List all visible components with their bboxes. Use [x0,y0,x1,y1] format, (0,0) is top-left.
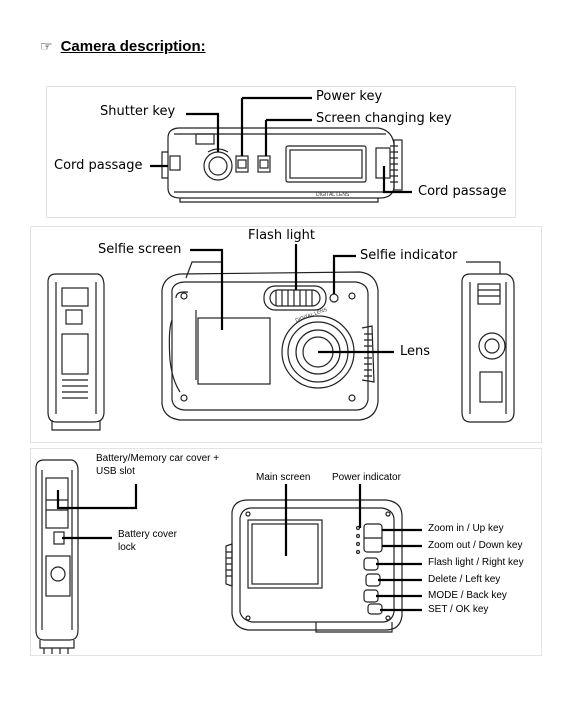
lens-label: Lens [400,344,431,359]
zoom-out-down-key-label: Zoom out / Down key [428,540,523,551]
hand-pointing-icon: ☞ [40,38,53,54]
camera-left-side-drawing [47,273,105,431]
cord-passage-left-label: Cord passage [54,158,143,173]
power-indicator-label: Power indicator [332,472,401,483]
top-view-panel [46,86,516,218]
page-heading: ☞ Camera description: [40,38,206,55]
callout-leader-lines [56,96,422,612]
selfie-screen-label: Selfie screen [98,242,182,257]
delete-left-key-label: Delete / Left key [428,574,501,585]
camera-front-view-drawing [161,261,379,421]
flash-light-right-key-label: Flash light / Right key [428,557,524,568]
top-view-body-text: DIGITAL LENS [316,192,350,198]
set-ok-key-label: SET / OK key [428,604,489,615]
flash-light-label: Flash light [248,228,316,243]
cord-passage-right-label: Cord passage [418,184,507,199]
camera-battery-side-drawing [35,459,79,654]
main-screen-label: Main screen [256,472,311,483]
battery-cover-label: Battery/Memory car cover + USB slot [96,453,220,477]
selfie-indicator-label: Selfie indicator [360,248,458,263]
battery-cover-lock-label: Battery cover lock [118,529,177,553]
page-title: Camera description: [60,38,206,55]
mode-back-key-label: MODE / Back key [428,590,507,601]
shutter-key-label: Shutter key [100,104,176,119]
screen-changing-key-label: Screen changing key [316,111,452,126]
camera-back-view-drawing [225,499,403,633]
front-view-body-text: DIGITAL LENS [295,307,329,324]
camera-right-side-drawing [461,261,515,423]
camera-top-view-drawing [161,127,403,203]
zoom-in-up-key-label: Zoom in / Up key [428,523,504,534]
power-key-label: Power key [316,89,383,104]
